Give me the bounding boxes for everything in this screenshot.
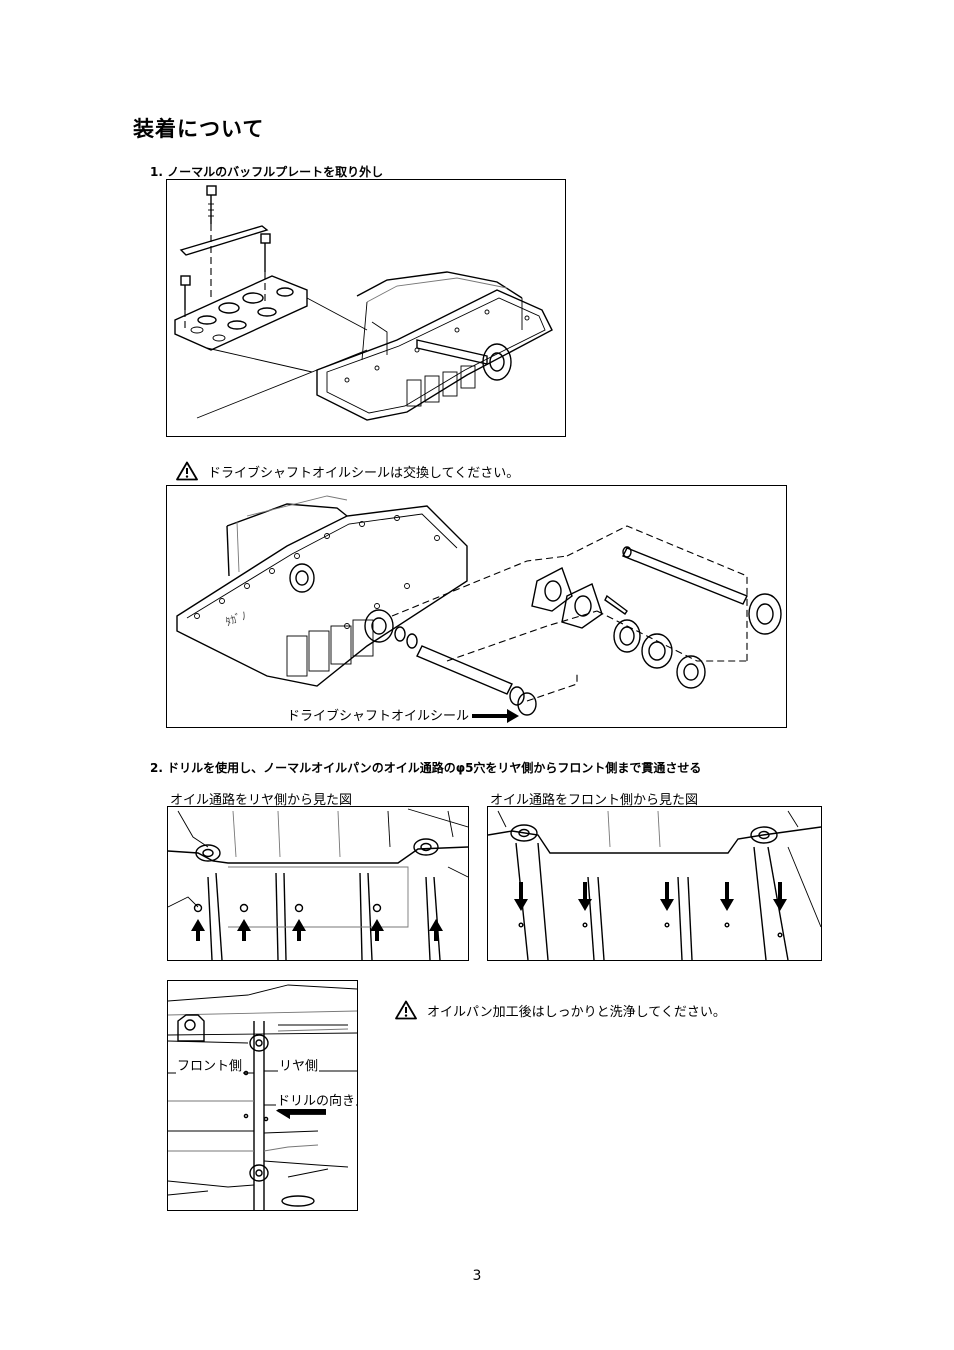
warning-note-seal: ドライブシャフトオイルシールは交換してください。: [176, 461, 519, 481]
arrow-down-icon: [720, 882, 734, 911]
step1-label: 1. ノーマルのバッフルプレートを取り外し: [150, 165, 384, 179]
page-number: 3: [472, 1268, 482, 1284]
bolt-icon: [180, 275, 191, 330]
arrow-up-icon: [429, 919, 443, 941]
warning-text-seal: ドライブシャフトオイルシールは交換してください。: [208, 465, 520, 481]
warning-triangle-icon: [395, 1000, 417, 1020]
svg-text:ﾀｶﾞﾉ: ﾀｶﾞﾉ: [224, 609, 249, 629]
page-title: 装着について: [133, 117, 265, 141]
drill-direction-label: ドリルの向き: [276, 1090, 357, 1109]
baffle-plate-figure: [166, 179, 566, 437]
arrow-down-icon: [578, 882, 592, 911]
step2-label: 2. ドリルを使用し、ノーマルオイルパンのオイル通路のφ5穴をリヤ側からフロント…: [150, 761, 702, 775]
arrow-down-icon: [514, 882, 528, 911]
rear-view-figure: [167, 806, 469, 961]
warning-text-clean: オイルパン加工後はしっかりと洗浄してください。: [427, 1004, 726, 1020]
front-side-label: フロント側: [176, 1055, 244, 1074]
arrow-down-icon: [773, 882, 787, 911]
front-view-figure: [487, 806, 822, 961]
drive-shaft-seal-callout: ドライブシャフトオイルシール: [286, 705, 471, 724]
front-view-caption: オイル通路をフロント側から見た図: [490, 793, 699, 808]
arrow-up-icon: [191, 919, 205, 941]
arrow-up-icon: [292, 919, 306, 941]
arrow-up-icon: [237, 919, 251, 941]
bolt-icon: [206, 185, 217, 224]
warning-triangle-icon: [176, 461, 198, 481]
drive-shaft-figure: ﾀｶﾞﾉ ドライブシ: [166, 485, 787, 728]
arrow-up-icon: [370, 919, 384, 941]
arrow-down-icon: [660, 882, 674, 911]
rear-view-caption: オイル通路をリヤ側から見た図: [170, 793, 353, 808]
bolt-icon: [260, 233, 271, 305]
rear-side-label: リヤ側: [278, 1055, 320, 1074]
warning-note-clean: オイルパン加工後はしっかりと洗浄してください。: [395, 1000, 726, 1020]
top-view-figure: フロント側 リヤ側 ドリルの向き: [167, 980, 358, 1211]
